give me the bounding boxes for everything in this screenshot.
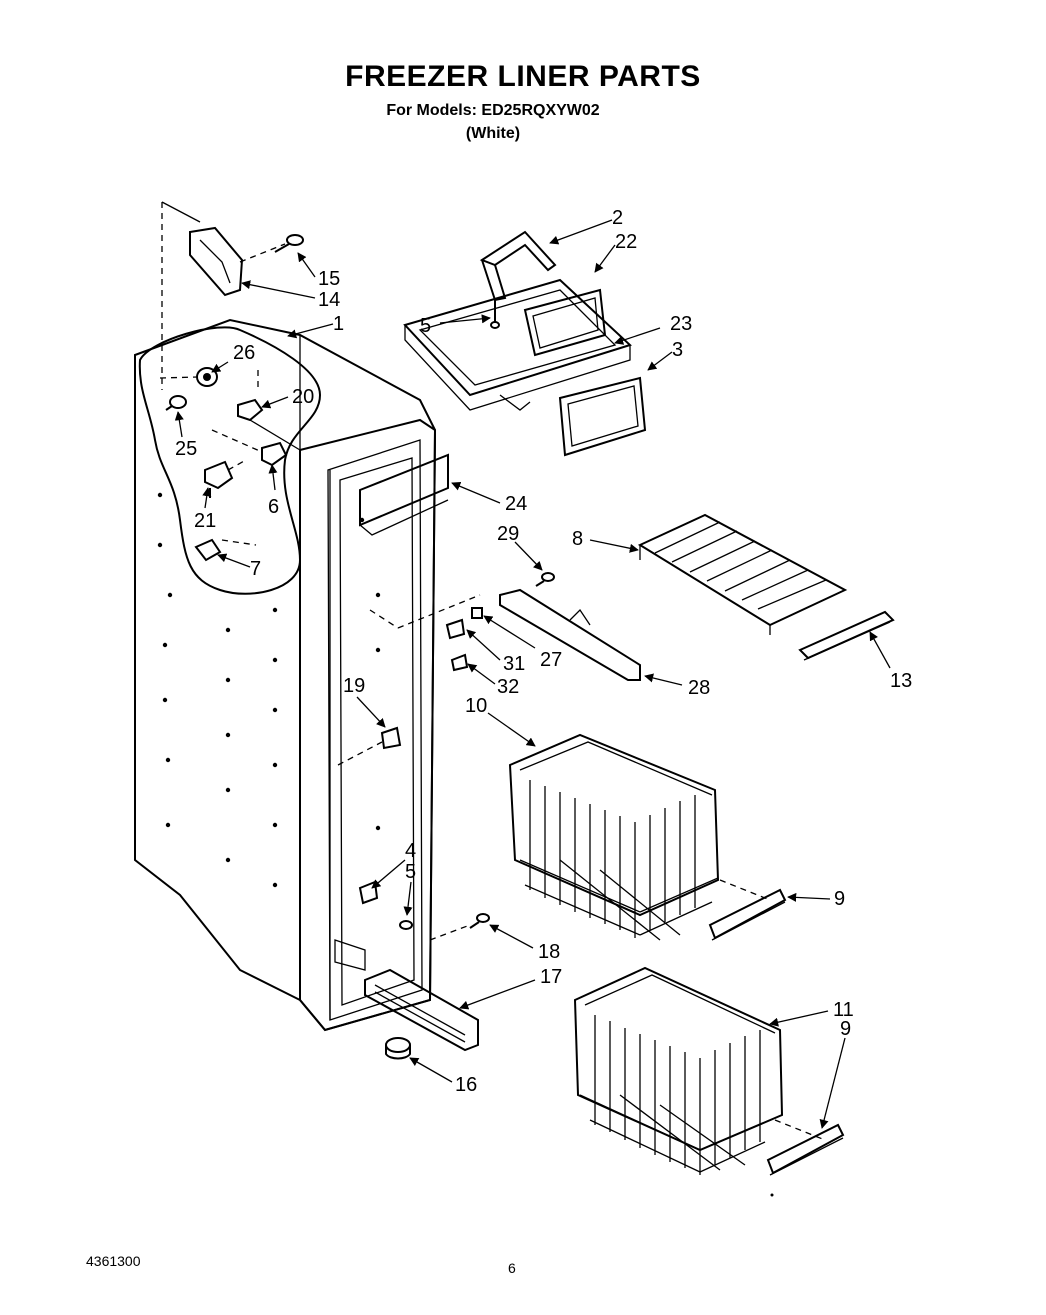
part-11-basket <box>573 966 784 1175</box>
part-10-basket <box>508 733 720 941</box>
callout-5-top: 5 <box>420 315 431 337</box>
callout-10: 10 <box>465 695 487 717</box>
callout-17: 17 <box>540 966 562 988</box>
part-3-tray <box>558 376 647 457</box>
part-15-screw <box>274 234 304 253</box>
part-32-clip <box>450 653 469 672</box>
callout-7: 7 <box>250 558 261 580</box>
callout-23: 23 <box>670 313 692 335</box>
callout-22: 22 <box>615 231 637 253</box>
part-7-switch <box>194 538 222 562</box>
model-color: (White) <box>465 125 521 142</box>
callout-9-upper: 9 <box>834 888 845 910</box>
part-27-clip <box>471 607 483 619</box>
callout-16: 16 <box>455 1074 477 1096</box>
callout-9-lower: 9 <box>840 1018 851 1040</box>
document-number: 4361300 <box>86 1253 141 1269</box>
part-5-screw-top <box>490 300 500 329</box>
part-16-cap <box>385 1037 411 1060</box>
callout-18: 18 <box>538 941 560 963</box>
part-24-panel <box>359 453 449 536</box>
part-22-tray <box>523 288 607 357</box>
callout-2: 2 <box>612 207 623 229</box>
callout-labels: 1 2 3 4 5 5 6 7 8 9 9 10 11 13 14 15 16 … <box>175 207 912 1096</box>
part-9-trim-upper <box>708 888 787 941</box>
part-5-screw-lower <box>399 920 413 930</box>
part-14-bracket <box>189 226 244 297</box>
part-6-switch <box>261 441 288 467</box>
callout-13: 13 <box>890 670 912 692</box>
part-21-thermostat <box>204 460 234 498</box>
callout-29: 29 <box>497 523 519 545</box>
callout-21: 21 <box>194 510 216 532</box>
callout-26: 26 <box>233 342 255 364</box>
part-29-screw <box>535 572 555 587</box>
callout-6: 6 <box>268 496 279 518</box>
page-number: 6 <box>508 1260 516 1276</box>
callout-20: 20 <box>292 386 314 408</box>
part-28-bracket <box>499 588 641 681</box>
page-title: FREEZER LINER PARTS <box>345 60 701 93</box>
part-13-trim <box>798 610 895 661</box>
callout-15: 15 <box>318 268 340 290</box>
model-number: For Models: ED25RQXYW02 <box>386 102 600 119</box>
part-8-wire-shelf <box>637 513 848 635</box>
part-31-clip <box>445 618 466 640</box>
callout-19: 19 <box>343 675 365 697</box>
callout-25: 25 <box>175 438 197 460</box>
callout-4: 4 <box>405 840 416 862</box>
callout-27: 27 <box>540 649 562 671</box>
callout-5-lower: 5 <box>405 861 416 883</box>
callout-8: 8 <box>572 528 583 550</box>
part-19-clip <box>380 726 402 750</box>
part-2-handle <box>479 230 557 302</box>
callout-11: 11 <box>833 999 854 1021</box>
part-25-screw <box>165 395 187 411</box>
part-17-grille <box>364 968 479 1052</box>
leader-lines <box>174 219 891 1129</box>
part-18-screw <box>469 913 490 929</box>
callout-14: 14 <box>318 289 340 311</box>
callout-28: 28 <box>688 677 710 699</box>
callout-24: 24 <box>505 493 527 515</box>
part-20-switch <box>237 398 264 422</box>
callout-3: 3 <box>672 339 683 361</box>
part-9-trim-lower <box>766 1123 845 1176</box>
callout-32: 32 <box>497 676 519 698</box>
callout-31: 31 <box>503 653 525 675</box>
part-23-shelf <box>403 278 632 411</box>
callout-1: 1 <box>333 313 344 335</box>
